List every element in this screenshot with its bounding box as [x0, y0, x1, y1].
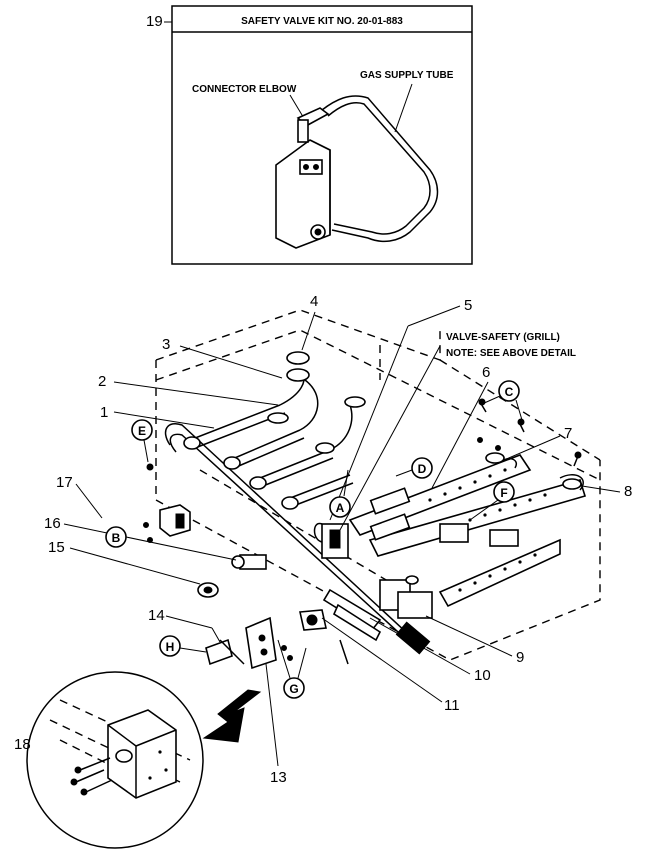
- circle-letter-f-text: F: [500, 486, 507, 500]
- leader-4: [301, 311, 316, 351]
- part-number-9: 9: [516, 649, 524, 666]
- circle-letter-c: C: [498, 380, 520, 402]
- part-number-3: 3: [162, 336, 170, 353]
- circle-letter-b: B: [105, 526, 127, 548]
- circle-letter-g: G: [283, 677, 305, 699]
- oven-burner-tubes: [348, 452, 587, 557]
- range-frame-outline: [155, 309, 601, 661]
- circle-letter-h: H: [159, 635, 181, 657]
- valve-17: [159, 504, 191, 537]
- part-number-1: 1: [100, 404, 108, 421]
- circle-letter-e: E: [131, 419, 153, 441]
- leader-h: [179, 647, 207, 653]
- part-number-15: 15: [48, 539, 65, 556]
- valve-and-knob-15-16: [197, 554, 267, 598]
- connector-elbow-label: CONNECTOR ELBOW: [192, 84, 297, 95]
- safety-valve-kit-detail: SAFETY VALVE KIT NO. 20-01-883 CONNECTOR…: [171, 5, 473, 265]
- leader-f: [469, 499, 499, 521]
- brackets-13-14: [205, 616, 277, 670]
- leader-c1: [481, 395, 501, 405]
- part-number-16: 16: [44, 515, 61, 532]
- leader-6: [431, 381, 489, 489]
- part-number-19: 19: [146, 13, 163, 30]
- leader-7: [503, 435, 561, 461]
- leader-g1: [277, 639, 291, 679]
- leader-5b: [329, 325, 409, 521]
- leader-8: [581, 485, 621, 493]
- circle-letter-d: D: [411, 457, 433, 479]
- circle-letter-a-text: A: [336, 501, 345, 515]
- detail-box-title: SAFETY VALVE KIT NO. 20-01-883: [241, 16, 403, 27]
- leader-d: [395, 469, 413, 477]
- leader-1: [113, 411, 215, 429]
- leader-3: [179, 345, 283, 379]
- leader-11: [321, 617, 443, 703]
- leader-a: [343, 469, 349, 497]
- see-above-detail-note: NOTE: SEE ABOVE DETAIL: [446, 348, 576, 359]
- part-number-11: 11: [444, 697, 460, 714]
- part-number-18: 18: [14, 736, 31, 753]
- circle-letter-g-text: G: [289, 682, 298, 696]
- top-burner-valves: [183, 351, 366, 510]
- leader-g2: [297, 647, 307, 679]
- leader-15: [69, 547, 201, 585]
- safety-valve-detail-drawing: [275, 95, 439, 249]
- gas-supply-tube-label: GAS SUPPLY TUBE: [360, 70, 454, 81]
- part-number-13: 13: [270, 769, 287, 786]
- part-number-10: 10: [474, 667, 491, 684]
- gas-supply-tube-leader: [394, 83, 413, 133]
- circle-letter-a: A: [329, 496, 351, 518]
- thermostat-bracket: [299, 588, 382, 665]
- broiler-baffle: [379, 538, 561, 619]
- part-number-8: 8: [624, 483, 632, 500]
- leader-17: [75, 483, 103, 519]
- valve-safety-grill-label: VALVE-SAFETY (GRILL): [446, 332, 560, 343]
- circle-letter-c-text: C: [505, 385, 514, 399]
- leader-10: [369, 617, 471, 675]
- leader-9: [425, 615, 513, 657]
- part-number-14: 14: [148, 607, 165, 624]
- circle-letter-e-text: E: [138, 424, 146, 438]
- part-number-2: 2: [98, 373, 106, 390]
- part-number-5: 5: [464, 297, 472, 314]
- leader-e: [143, 439, 149, 463]
- gas-manifold-pipe: [164, 423, 431, 655]
- part-number-17: 17: [56, 474, 73, 491]
- grill-safety-valve: [313, 522, 349, 559]
- valve-safety-leader: [339, 345, 441, 531]
- detail-box-frame: [171, 5, 473, 265]
- part-number-7: 7: [564, 425, 572, 442]
- part-number-6: 6: [482, 364, 490, 381]
- circle-letter-b-text: B: [112, 531, 121, 545]
- leader-5: [407, 305, 461, 327]
- leader-16: [63, 523, 237, 561]
- leader-14b: [211, 627, 221, 643]
- leader-13: [265, 663, 279, 767]
- circle-letter-d-text: D: [418, 462, 427, 476]
- inset-pointer-arrow: [202, 689, 262, 743]
- circle-letter-f: F: [493, 481, 515, 503]
- inset-detail-18: [26, 671, 204, 849]
- screws: [143, 398, 582, 661]
- part-number-4: 4: [310, 293, 318, 310]
- leader-2: [113, 381, 279, 406]
- leader-14: [165, 615, 213, 629]
- circle-letter-h-text: H: [166, 640, 175, 654]
- leader-c2: [515, 399, 523, 421]
